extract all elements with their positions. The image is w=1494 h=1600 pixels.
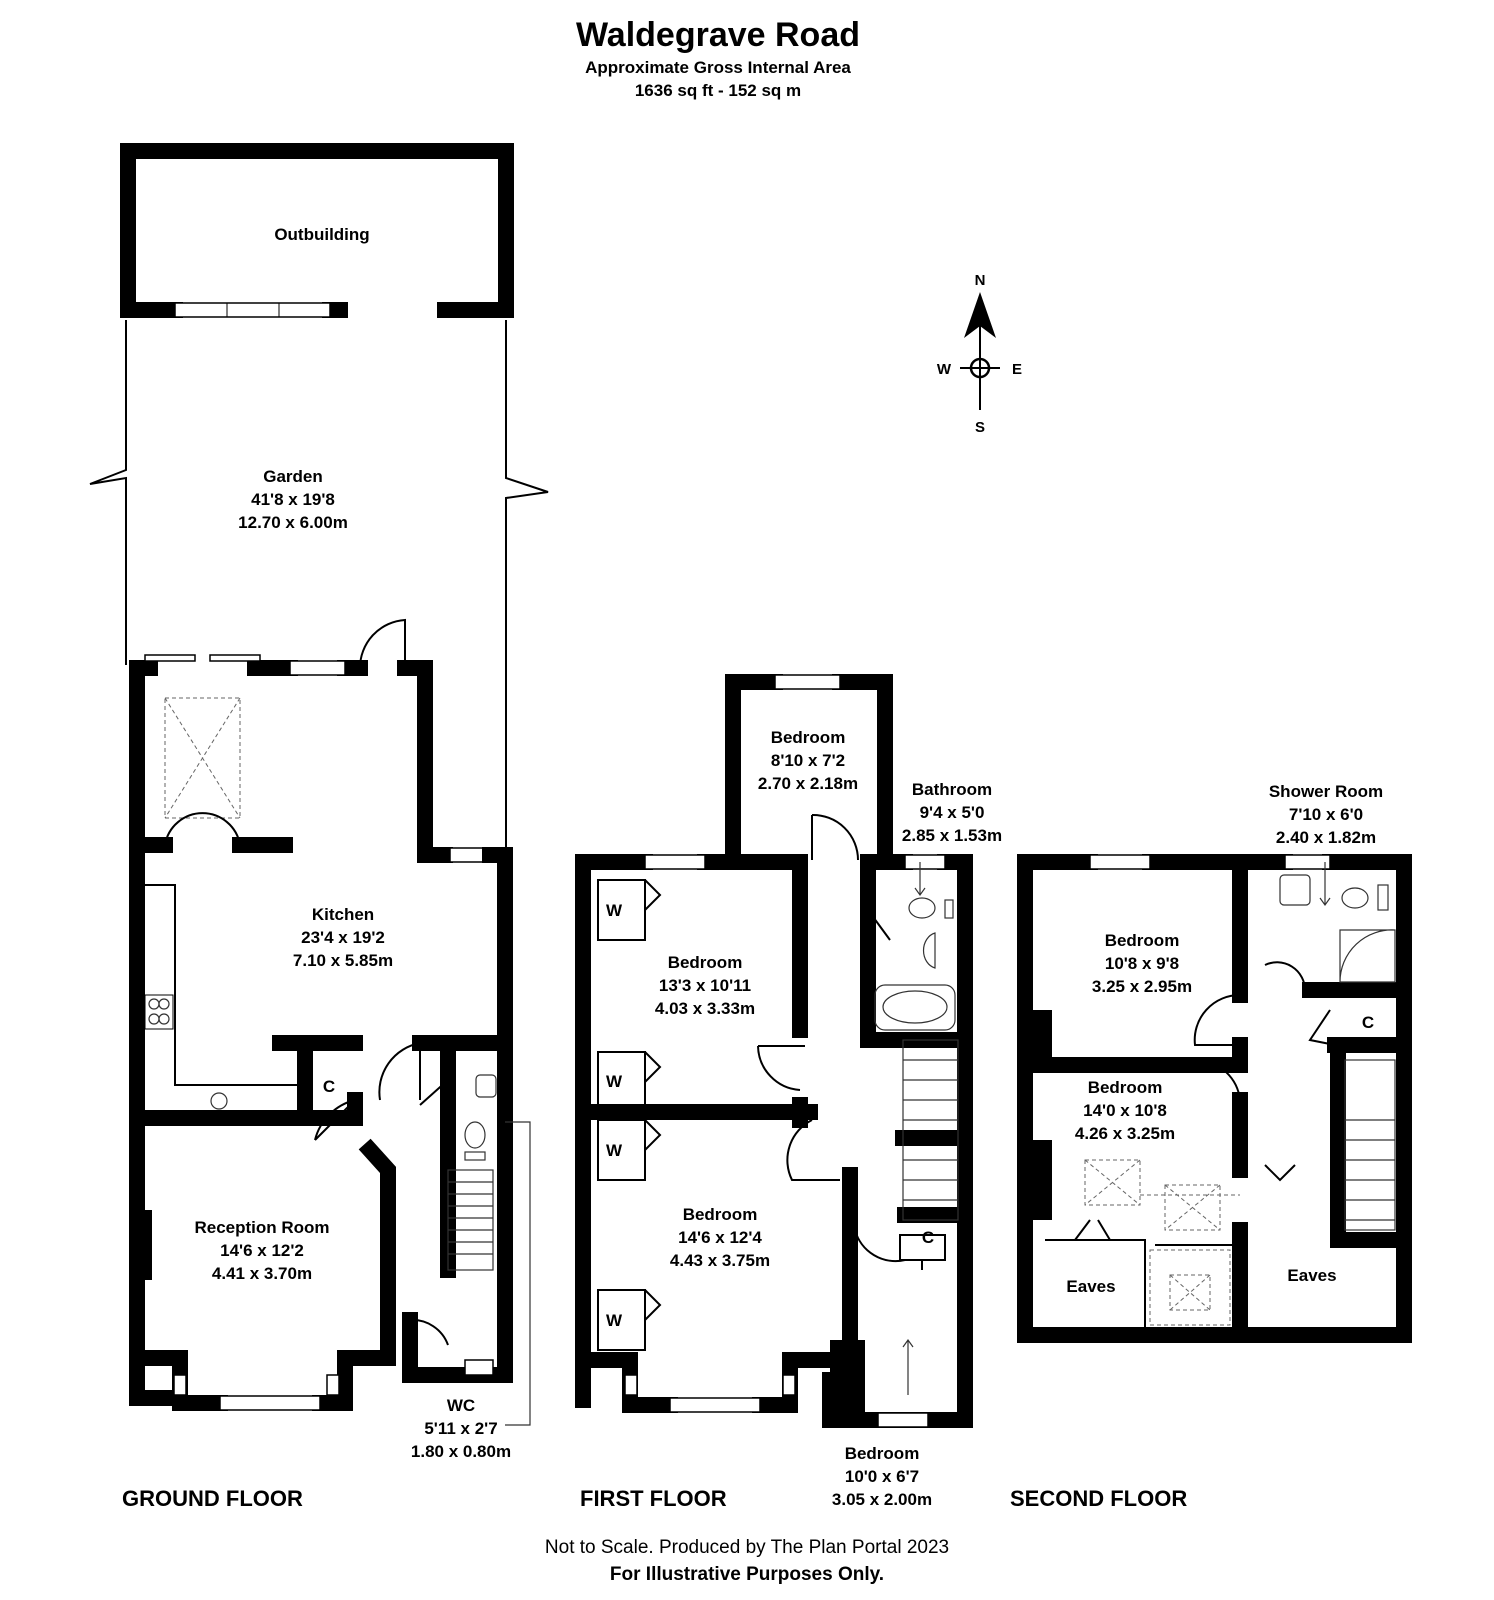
sf-bedroom-front-imperial: 14'0 x 10'8 (1083, 1101, 1167, 1120)
eaves-right-label: Eaves (1287, 1266, 1336, 1285)
ff-bedroom-rear-label: Bedroom (771, 728, 846, 747)
ff-bedroom-rear-metric: 2.70 x 2.18m (758, 774, 858, 793)
reception-metric: 4.41 x 3.70m (212, 1264, 312, 1283)
sf-bedroom-rear-label: Bedroom (1105, 931, 1180, 950)
garden-label: Garden (263, 467, 323, 486)
kitchen-imperial: 23'4 x 19'2 (301, 928, 385, 947)
page-title: Waldegrave Road (576, 16, 860, 54)
sf-bedroom-rear-imperial: 10'8 x 9'8 (1105, 954, 1179, 973)
sf-bedroom-front-label: Bedroom (1088, 1078, 1163, 1097)
first-floor-plan: Bedroom 8'10 x 7'2 2.70 x 2.18m Bathroom… (575, 674, 1002, 1509)
ground-floor-label: GROUND FLOOR (122, 1486, 303, 1511)
shower-room-metric: 2.40 x 1.82m (1276, 828, 1376, 847)
second-floor-plan: Shower Room 7'10 x 6'0 2.40 x 1.82m Bedr… (1017, 782, 1412, 1343)
ff-bedroom-small-metric: 3.05 x 2.00m (832, 1490, 932, 1509)
sf-bedroom-rear-metric: 3.25 x 2.95m (1092, 977, 1192, 996)
area-subtitle: Approximate Gross Internal Area (585, 58, 851, 77)
eaves-left-label: Eaves (1066, 1277, 1115, 1296)
outbuilding-label: Outbuilding (274, 225, 369, 244)
reception-label: Reception Room (194, 1218, 329, 1237)
wardrobe-label: W (606, 901, 623, 920)
second-floor-label: SECOND FLOOR (1010, 1486, 1187, 1511)
compass-w: W (937, 361, 952, 378)
sf-cupboard-label: C (1362, 1013, 1374, 1032)
garden-metric: 12.70 x 6.00m (238, 513, 348, 532)
wardrobe-label: W (606, 1141, 623, 1160)
first-floor-label: FIRST FLOOR (580, 1486, 727, 1511)
shower-room-imperial: 7'10 x 6'0 (1289, 805, 1363, 824)
kitchen-metric: 7.10 x 5.85m (293, 951, 393, 970)
ff-bedroom-mid-label: Bedroom (668, 953, 743, 972)
ff-bedroom-front-label: Bedroom (683, 1205, 758, 1224)
compass-n: N (975, 272, 986, 289)
wc-metric: 1.80 x 0.80m (411, 1442, 511, 1461)
cupboard-label: C (323, 1077, 335, 1096)
ff-bedroom-small-imperial: 10'0 x 6'7 (845, 1467, 919, 1486)
ff-bedroom-mid-imperial: 13'3 x 10'11 (659, 976, 751, 995)
ff-bedroom-rear-imperial: 8'10 x 7'2 (771, 751, 845, 770)
wardrobe-label: W (606, 1072, 623, 1091)
ground-floor-plan: Outbuilding Garden 41'8 x 19'8 12.70 x 6… (89, 143, 549, 1461)
bathroom-imperial: 9'4 x 5'0 (920, 803, 985, 822)
wardrobe-label: W (606, 1311, 623, 1330)
compass-icon: N S E W (937, 272, 1022, 436)
bathroom-label: Bathroom (912, 780, 992, 799)
kitchen-label: Kitchen (312, 905, 374, 924)
reception-imperial: 14'6 x 12'2 (220, 1241, 304, 1260)
compass-e: E (1012, 361, 1022, 378)
wc-label: WC (447, 1396, 475, 1415)
ff-cupboard-label: C (922, 1228, 934, 1247)
garden-imperial: 41'8 x 19'8 (251, 490, 335, 509)
ff-bedroom-front-imperial: 14'6 x 12'4 (678, 1228, 762, 1247)
bathroom-metric: 2.85 x 1.53m (902, 826, 1002, 845)
shower-room-label: Shower Room (1269, 782, 1383, 801)
ff-bedroom-small-label: Bedroom (845, 1444, 920, 1463)
ff-bedroom-mid-metric: 4.03 x 3.33m (655, 999, 755, 1018)
compass-s: S (975, 419, 985, 436)
footer-disclaimer: Not to Scale. Produced by The Plan Porta… (545, 1537, 949, 1558)
ff-bedroom-front-metric: 4.43 x 3.75m (670, 1251, 770, 1270)
area-value: 1636 sq ft - 152 sq m (635, 81, 801, 100)
footer-illustrative: For Illustrative Purposes Only. (610, 1564, 884, 1585)
sf-bedroom-front-metric: 4.26 x 3.25m (1075, 1124, 1175, 1143)
wc-imperial: 5'11 x 2'7 (424, 1419, 497, 1438)
